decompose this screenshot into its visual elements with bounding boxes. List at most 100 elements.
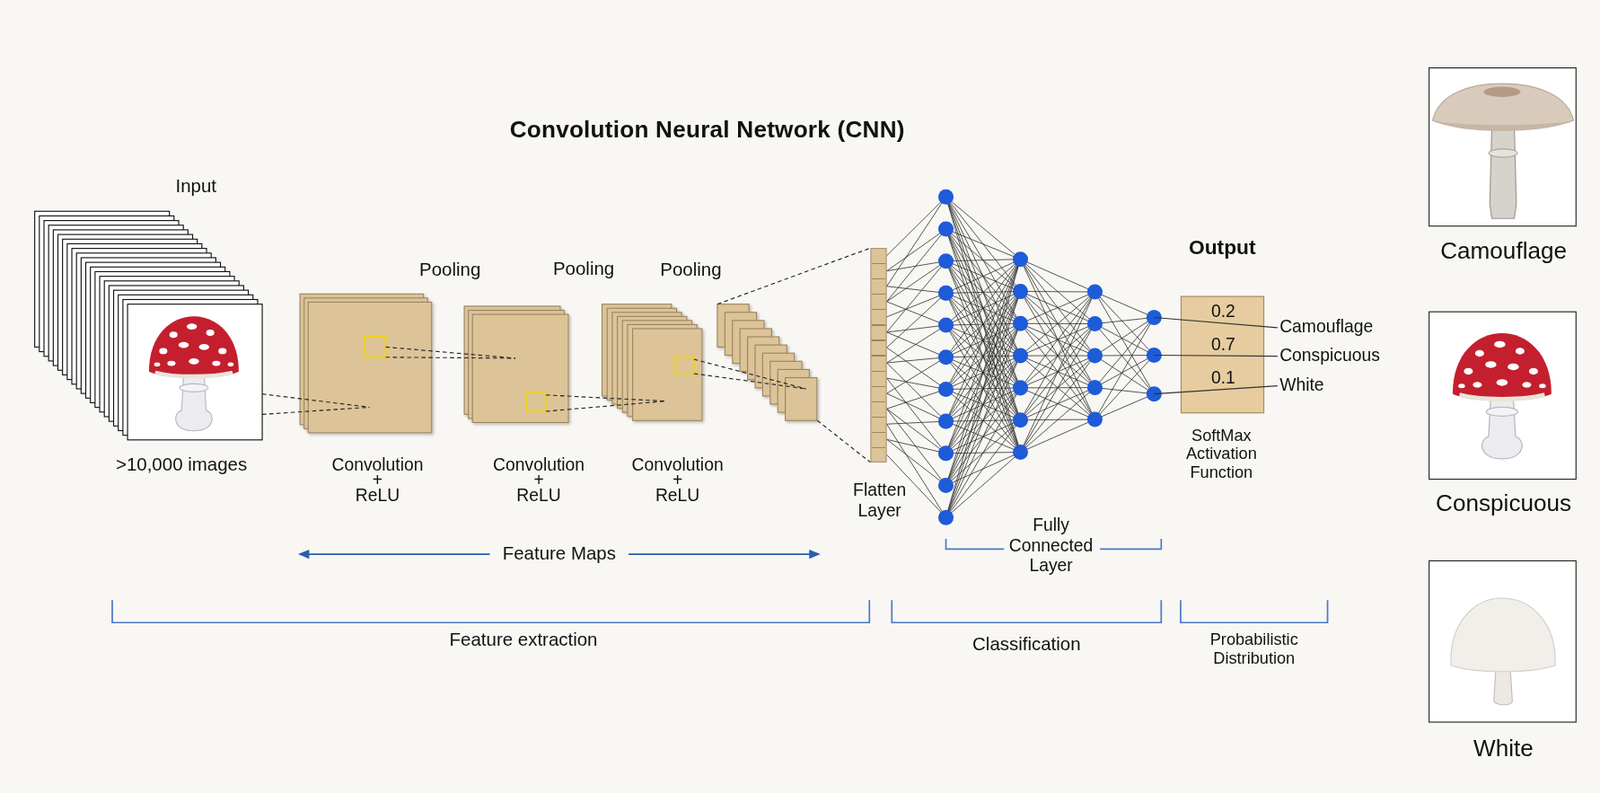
network-connection [1094,354,1154,357]
neuron [938,317,954,334]
mushroom-illustration [149,316,239,431]
neuron [938,253,954,269]
network-connection [1019,291,1095,421]
network-connection [1094,316,1154,420]
feature-map-stack [464,306,569,423]
mushroom-ring [1488,149,1518,158]
network-connection [887,228,947,302]
network-connection [946,259,1021,454]
probability-value: 0.2 [1211,301,1236,323]
layer-label: Convolution + ReLU [296,457,460,503]
network-connection [1019,259,1095,325]
neuron [1012,251,1029,267]
map-sheet [785,377,818,421]
network-connection [946,196,1021,420]
image-frame: Camouflage [1428,67,1577,227]
network-connection [946,387,1021,518]
image-caption: White [1473,734,1534,763]
leader-lines [1153,316,1278,394]
network-connection [1019,291,1095,452]
neuron [1012,348,1029,364]
neuron [1146,386,1162,402]
network-connection [887,325,947,363]
projection-lines [262,247,871,463]
diagram-title: Convolution Neural Network (CNN) [509,116,906,145]
network-connection [946,259,1021,262]
network-connection [887,408,947,485]
network-connection [1094,316,1154,356]
neuron [1087,316,1103,332]
neuron [1087,379,1103,396]
network-connection [1094,291,1154,395]
section-bracket [112,538,1328,623]
network-connection [1019,290,1095,324]
mushroom-stem [1494,667,1513,704]
function-label: SoftMax Activation Function [1139,426,1303,482]
network-connection [1094,387,1154,395]
network-connection [946,259,1021,486]
map-sheet [632,328,703,421]
network-connection [946,355,1021,518]
network-connection [946,259,1021,422]
network-connection [946,196,1021,324]
neuron [1012,412,1029,428]
network-connection [887,228,947,272]
network-connection [1019,259,1095,420]
kernel-window [364,336,387,358]
network-connection [946,290,1021,518]
image-caption: Conspicuous [1435,490,1572,519]
neuron [938,413,954,430]
network-connection [887,357,947,394]
network-connection [1019,290,1095,356]
output-box: 0.20.70.1 [1180,296,1265,414]
map-sheet [472,314,569,422]
neuron [938,189,954,205]
network-connection [1019,290,1095,293]
image-frame: White [1428,560,1577,723]
network-connection [946,196,1021,259]
feature-map-stack [299,293,432,433]
network-connection [887,393,947,422]
layer-label: Pooling [659,259,721,282]
network-connection [946,259,1021,519]
neuron [938,381,954,397]
neuron [938,285,954,301]
mushroom-illustration [1452,333,1552,459]
network-connection [1019,290,1095,420]
network-connection [887,357,947,363]
flatten-layer: Flatten Layer [870,247,887,463]
network-connection [887,378,947,454]
network-connection [1094,316,1154,387]
network-connection [887,286,947,294]
mushroom-stem [1489,126,1517,219]
neuron [1087,348,1103,364]
image-background [1428,560,1577,723]
neuron [1012,379,1029,396]
network-connection [887,378,947,389]
network-connection [1094,354,1154,420]
network-connection [1019,259,1095,388]
mushroom-cap [1450,597,1556,672]
layer-label: Pooling [553,258,615,282]
network-connection [887,292,947,348]
network-connection [946,228,1021,291]
neuron [938,477,954,493]
map-sheet [307,301,432,432]
network-connection [946,228,1021,452]
section-label: Classification [972,633,1082,657]
map-sheet [127,304,263,440]
network-connection [887,301,947,326]
network-connection [946,196,1021,356]
network-connection [946,228,1021,260]
network-connection [887,362,947,422]
network-connection [1019,259,1095,356]
arrow-head [298,549,310,559]
neuron [1146,309,1162,326]
neuron [1146,347,1162,363]
image-background [1428,67,1577,227]
neuron [1012,283,1029,299]
output-heading: Output [1188,234,1256,259]
mushroom-cap [1432,83,1574,128]
probability-value: 0.1 [1211,368,1236,389]
